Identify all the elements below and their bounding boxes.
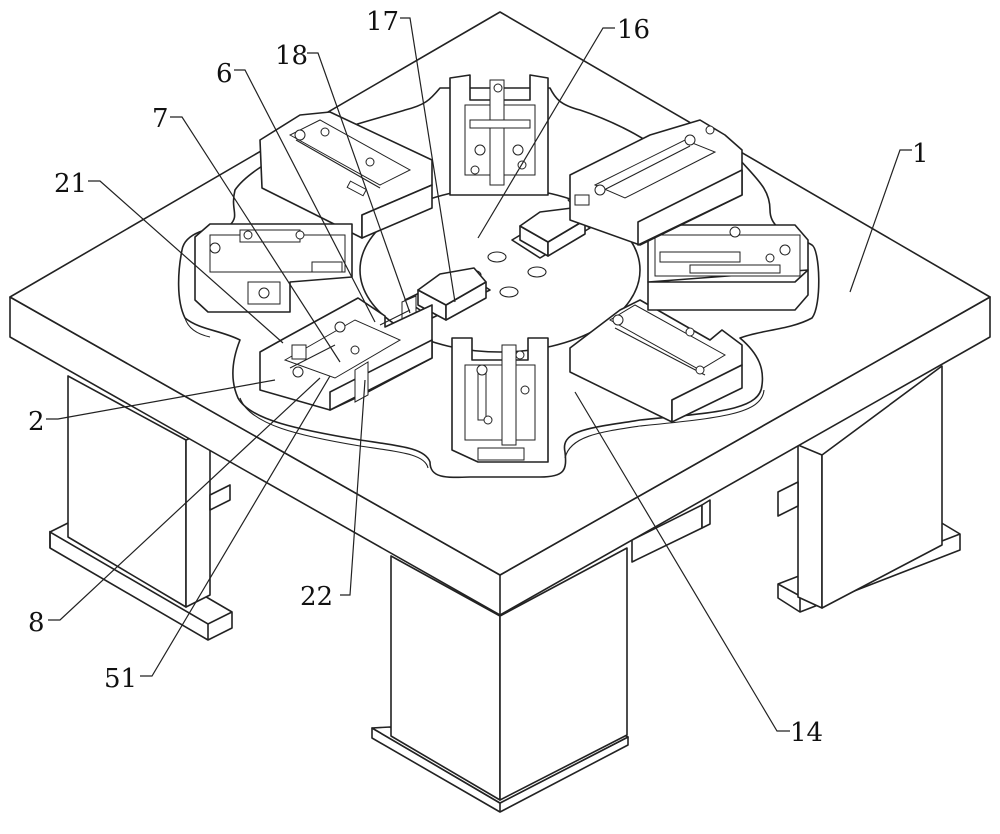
leader-14 (574, 391, 790, 732)
hole-icon (499, 286, 519, 298)
label-21: 21 (54, 169, 87, 199)
drive-motor (631, 499, 711, 563)
label-8: 8 (28, 608, 45, 638)
leader-1 (849, 149, 912, 293)
leader-2 (46, 379, 276, 420)
label-16: 16 (617, 15, 650, 45)
leader-lines (46, 17, 912, 732)
hole-icon (487, 251, 507, 263)
label-7: 7 (152, 104, 169, 134)
leader-18 (307, 52, 411, 314)
label-51: 51 (104, 664, 137, 694)
label-6: 6 (216, 59, 233, 89)
front-leg (371, 547, 629, 813)
fixture-station-left (194, 223, 353, 313)
label-17: 17 (366, 7, 399, 37)
leader-51 (140, 375, 331, 677)
label-1: 1 (912, 139, 929, 169)
leader-16 (477, 27, 615, 239)
left-leg (49, 375, 233, 641)
reference-labels: 17 16 18 6 7 21 1 2 8 51 22 14 (28, 7, 929, 748)
label-2: 2 (28, 407, 45, 437)
leader-21 (88, 180, 284, 344)
leader-22 (340, 379, 366, 596)
label-22: 22 (300, 582, 333, 612)
right-leg (777, 365, 961, 613)
hole-icon (527, 266, 547, 278)
leader-17 (400, 17, 456, 303)
label-18: 18 (275, 41, 308, 71)
fixture-station-bottom (451, 337, 549, 463)
fixture-station-upper-right (569, 119, 743, 246)
fixture-station-upper-left (259, 111, 433, 239)
fixture-station-top (449, 74, 549, 196)
leader-6 (234, 69, 376, 323)
fixture-station-right (647, 224, 809, 311)
leader-7 (170, 116, 341, 363)
label-14: 14 (790, 718, 823, 748)
fixture-station-lower-left (259, 297, 433, 411)
fixture-station-lower-right (569, 299, 743, 423)
leader-8 (48, 377, 321, 621)
